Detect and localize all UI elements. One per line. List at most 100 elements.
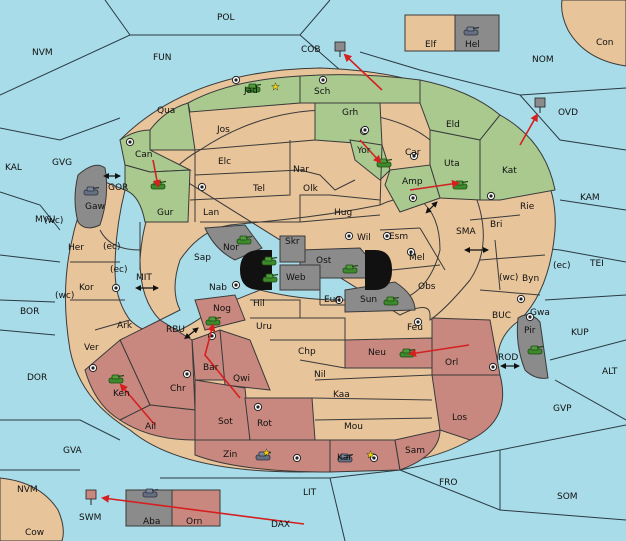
region-yor[interactable] (349, 139, 391, 181)
region-label-los: Los (452, 413, 467, 423)
region-label-cow: Cow (25, 528, 44, 538)
region-label-hel: Hel (465, 40, 480, 50)
order-arrow (204, 323, 241, 399)
region-label-kat: Kat (502, 166, 517, 176)
region-label-bor: BOR (20, 307, 39, 317)
region-label-cob: COB (301, 45, 321, 55)
region-label-wc1: (wc) (44, 216, 63, 226)
region-label-pol: POL (217, 13, 235, 23)
region-label-uta: Uta (444, 159, 460, 169)
region-label-olk: Olk (303, 184, 319, 194)
region-label-qua: Qua (157, 106, 175, 116)
region-label-kal: KAL (5, 163, 22, 173)
region-label-uru: Uru (256, 322, 272, 332)
order-arrows (101, 53, 538, 525)
land-borders (70, 103, 546, 421)
region-label-lan: Lan (203, 208, 219, 218)
region-label-qwi: Qwi (233, 374, 250, 384)
region-label-rie: Rie (520, 202, 535, 212)
region-label-mvu: MVU (35, 215, 56, 225)
region-label-gor: GOR (108, 183, 128, 193)
region-label-wc3: (wc) (55, 291, 74, 301)
region-label-nar: Nar (293, 165, 309, 175)
order-arrow (343, 53, 383, 91)
region-label-yor: Yor (356, 146, 371, 156)
region-label-byn: Byn (522, 274, 539, 284)
region-label-con: Con (596, 38, 614, 48)
region-label-nor: Nor (223, 243, 239, 253)
order-arrow (359, 139, 382, 164)
region-cow[interactable] (0, 477, 64, 541)
region-sam[interactable] (394, 429, 441, 471)
region-label-lit: LIT (303, 488, 317, 498)
region-gaw[interactable] (74, 164, 108, 229)
region-label-nvm: NVM (32, 48, 53, 58)
region-label-rot: Rot (257, 419, 272, 429)
region-label-sap: Sap (194, 253, 211, 263)
region-qwi[interactable] (219, 329, 271, 391)
build-stars: ★ ★ ★ (262, 82, 375, 461)
region-los[interactable] (431, 374, 504, 441)
order-arrow (119, 383, 156, 426)
flags (85, 41, 546, 505)
region-qua[interactable] (149, 102, 196, 151)
region-kat[interactable] (479, 114, 556, 201)
region-label-ec3: (ec) (110, 265, 128, 275)
region-label-wil: Wil (357, 233, 371, 243)
region-label-esm: Esm (389, 232, 408, 242)
region-label-dor: DOR (27, 373, 47, 383)
region-label-bar: Bar (203, 363, 219, 373)
region-label-aba: Aba (143, 517, 160, 527)
region-label-ec2: (ec) (553, 261, 571, 271)
region-sot[interactable] (194, 379, 251, 441)
region-label-kup: KUP (571, 328, 589, 338)
region-elf[interactable] (404, 14, 456, 52)
region-skr[interactable] (279, 235, 306, 263)
region-label-amp: Amp (402, 177, 423, 187)
region-label-gaw: Gaw (85, 202, 105, 212)
region-gur[interactable] (124, 164, 191, 223)
region-label-ec1: (ec) (103, 242, 121, 252)
connections (103, 173, 520, 369)
impassable-west (240, 250, 272, 290)
region-label-skr: Skr (285, 237, 300, 247)
svg-text:★: ★ (366, 450, 375, 461)
region-label-nvm2: NVM (17, 485, 38, 495)
region-label-feu: Feu (407, 323, 423, 333)
order-arrow (152, 159, 161, 188)
region-label-wc2: (wc) (499, 273, 518, 283)
region-label-ken: Ken (113, 389, 130, 399)
region-label-bri: Bri (490, 220, 502, 230)
region-label-neu: Neu (368, 348, 386, 358)
gray-territories (74, 164, 549, 379)
region-amp[interactable] (384, 164, 441, 213)
region-label-rod: ROD (498, 353, 518, 363)
region-label-dax: DAX (271, 520, 290, 530)
region-label-mel: Mel (409, 253, 425, 263)
region-label-fro: FRO (439, 478, 458, 488)
region-label-chp: Chp (298, 347, 316, 357)
region-label-can: Can (135, 150, 153, 160)
region-label-kam: KAM (580, 193, 600, 203)
region-uta[interactable] (429, 129, 481, 201)
region-label-gur: Gur (157, 208, 174, 218)
region-label-hil: Hil (253, 299, 265, 309)
region-label-swm: SWM (79, 513, 101, 523)
region-label-mou: Mou (344, 422, 363, 432)
region-label-mit: MIT (136, 273, 152, 283)
order-arrow (408, 344, 470, 358)
region-con[interactable] (561, 0, 626, 67)
order-arrow (519, 113, 538, 146)
region-label-nab: Nab (209, 283, 227, 293)
region-label-kaa: Kaa (333, 390, 350, 400)
region-label-ost: Ost (316, 256, 332, 266)
region-nor[interactable] (204, 224, 263, 261)
region-label-hug: Hug (334, 208, 352, 218)
region-label-fun: FUN (153, 53, 172, 63)
region-label-jos: Jos (216, 125, 230, 135)
green-territories (119, 74, 556, 223)
region-label-zin: Zin (223, 450, 237, 460)
